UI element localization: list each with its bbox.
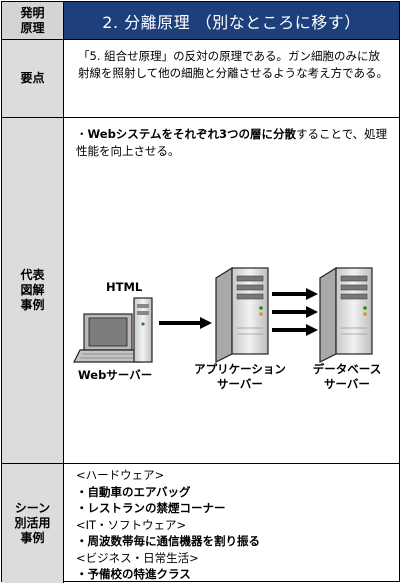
key-point-label: 要点 bbox=[2, 40, 64, 117]
app-server-icon bbox=[215, 266, 269, 363]
header-label: 発明 原理 bbox=[2, 2, 64, 39]
example-row: 代表 図解 事例 ・Webシステムをそれぞれ3つの層に分散することで、処理性能を… bbox=[2, 118, 399, 464]
app-server-label-line2: サーバー bbox=[217, 377, 263, 391]
arrows-app-to-db-icon bbox=[272, 288, 318, 336]
it-heading: <IT・ソフトウェア> bbox=[76, 517, 187, 532]
example-cell: ・Webシステムをそれぞれ3つの層に分散することで、処理性能を向上させる。 HT… bbox=[64, 118, 399, 463]
laptop-icon bbox=[73, 313, 143, 363]
example-desc-rest: することで、処理性能を向上させる。 bbox=[76, 127, 388, 158]
three-tier-diagram: HTML bbox=[64, 118, 401, 464]
example-desc-bold: Webシステムをそれぞれ3つの層に分散 bbox=[87, 127, 296, 141]
principle-title: 2. 分離原理 （別なところに移す） bbox=[64, 2, 399, 39]
html-label: HTML bbox=[106, 280, 143, 294]
db-server-icon bbox=[319, 266, 373, 363]
example-description: ・Webシステムをそれぞれ3つの層に分散することで、処理性能を向上させる。 bbox=[76, 126, 391, 160]
example-desc-prefix: ・ bbox=[76, 127, 88, 141]
scene-item: ・自動車のエアバッグ bbox=[76, 484, 191, 499]
scene-item: ・周波数帯毎に通信機器を割り振る bbox=[76, 534, 260, 548]
db-server-label-line1: データベース bbox=[312, 362, 382, 376]
example-label: 代表 図解 事例 bbox=[2, 118, 64, 463]
key-point-text: 「5. 組合せ原理」の反対の原理である。ガン細胞のみに放射線を照射して他の細胞と… bbox=[78, 49, 389, 80]
scene-item: ・レストランの禁煙コーナー bbox=[76, 501, 226, 515]
scene-item: ・予備校の特進クラス bbox=[76, 567, 191, 581]
arrow-web-to-app-icon bbox=[159, 317, 212, 329]
hardware-heading: <ハードウェア> bbox=[76, 468, 165, 482]
scene-list: <ハードウェア> ・自動車のエアバッグ ・レストランの禁煙コーナー <IT・ソフ… bbox=[64, 464, 399, 583]
db-server-label-line2: サーバー bbox=[324, 377, 370, 391]
diagram-graphics bbox=[73, 266, 373, 363]
web-tower-icon bbox=[133, 297, 153, 363]
header-row: 発明 原理 2. 分離原理 （別なところに移す） bbox=[2, 2, 399, 40]
app-server-label-line1: アプリケーション bbox=[194, 362, 286, 376]
web-server-label: Webサーバー bbox=[78, 368, 153, 382]
scene-row: シーン 別活用 事例 <ハードウェア> ・自動車のエアバッグ ・レストランの禁煙… bbox=[2, 464, 399, 583]
business-heading: <ビジネス・日常生活> bbox=[76, 550, 199, 565]
key-point-row: 要点 「5. 組合せ原理」の反対の原理である。ガン細胞のみに放射線を照射して他の… bbox=[2, 40, 399, 118]
scene-label: シーン 別活用 事例 bbox=[2, 464, 64, 583]
